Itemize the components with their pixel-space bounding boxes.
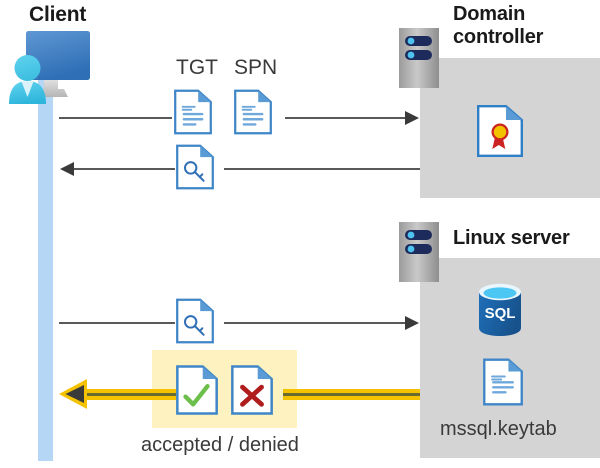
domain-controller-title-line1: Domain: [453, 3, 526, 25]
linux-server-title: Linux server: [453, 227, 570, 249]
flow-line-request-right: [285, 117, 407, 119]
client-title: Client: [29, 3, 87, 26]
result-label: accepted / denied: [141, 434, 299, 456]
flow-line-ticket-right: [224, 168, 420, 170]
client-lifeline: [38, 74, 53, 461]
sql-database-icon: SQL: [479, 283, 521, 336]
document-icon: [174, 89, 212, 135]
document-cross-icon: [231, 365, 273, 415]
sql-database-icon-wrap: SQL: [474, 282, 526, 338]
keytab-label: mssql.keytab: [440, 418, 557, 440]
arrowhead-to-client-result: [58, 377, 88, 411]
document-icon: [234, 89, 272, 135]
client-icon-group: [4, 26, 96, 104]
keytab-document-icon-wrap: [483, 358, 523, 406]
flow-line-service-left: [59, 322, 175, 324]
flow-line-request-left: [59, 117, 172, 119]
document-key-icon: [176, 298, 214, 344]
service-key-document-icon-wrap: [176, 297, 214, 345]
spn-document-icon-wrap: [234, 88, 272, 136]
domain-controller-title: Domain controller: [453, 3, 543, 49]
ticket-key-document-icon-wrap: [176, 143, 214, 191]
spn-label: SPN: [234, 56, 278, 79]
domain-controller-title-line2: controller: [453, 26, 544, 48]
accepted-document-icon-wrap: [176, 364, 218, 416]
document-check-icon: [176, 365, 218, 415]
user-monitor-icon: [9, 31, 90, 104]
tgt-document-icon-wrap: [174, 88, 212, 136]
document-key-icon: [176, 144, 214, 190]
arrowhead-to-linux: [405, 315, 421, 331]
domain-controller-server-icon: [399, 28, 439, 88]
certificate-document-icon: [477, 105, 523, 157]
flow-line-result-right-core: [283, 393, 420, 396]
document-icon: [483, 358, 523, 406]
server-rack-icon: [399, 28, 439, 88]
yellow-arrowhead-icon: [59, 379, 87, 409]
denied-document-icon-wrap: [231, 364, 273, 416]
flow-line-result-left-core: [80, 393, 176, 396]
server-rack-icon: [399, 222, 439, 282]
arrowhead-to-dc: [405, 110, 421, 126]
flow-line-service-right: [224, 322, 407, 324]
tgt-label: TGT: [176, 56, 218, 79]
arrowhead-to-client-ticket: [58, 161, 74, 177]
flow-line-ticket-left: [72, 168, 175, 170]
svg-text:SQL: SQL: [485, 305, 516, 322]
certificate-icon-wrap: [477, 105, 523, 157]
linux-server-icon-wrap: [399, 222, 439, 282]
